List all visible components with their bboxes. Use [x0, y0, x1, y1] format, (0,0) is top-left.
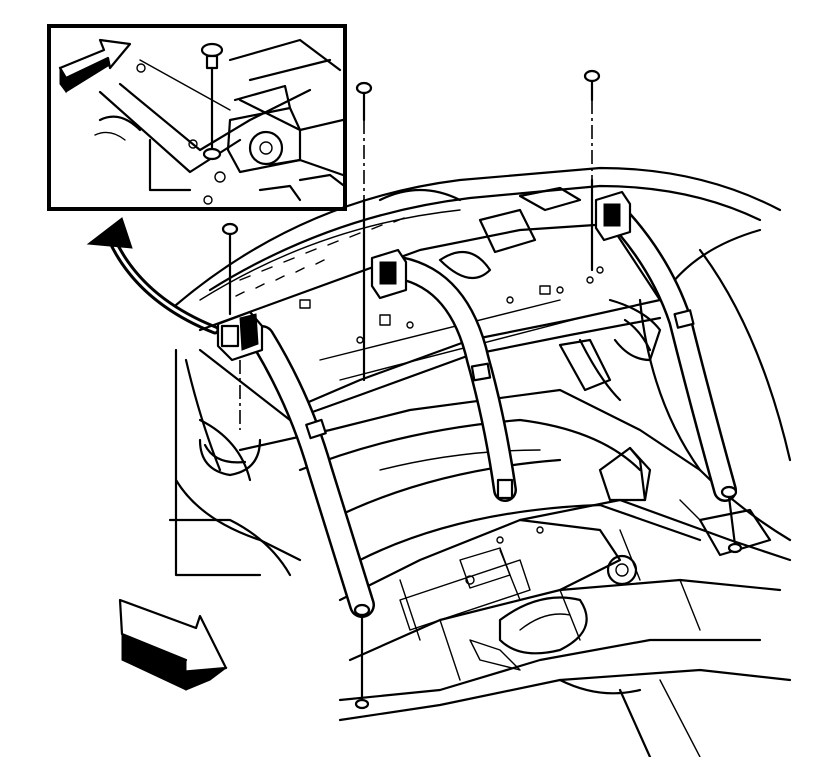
seat-belt-retractors: [216, 190, 632, 362]
left-lower-anchor-bolt-icon: [353, 603, 371, 710]
center-upper-bolt-icon: [355, 81, 373, 382]
right-upper-bolt-icon: [583, 69, 601, 272]
vehicle-rear-compartment: [168, 166, 792, 757]
center-retractor: [370, 248, 408, 300]
crossbar-holes: [299, 266, 604, 344]
detail-inset: [47, 24, 347, 211]
right-lower-anchor-bolt-icon: [720, 485, 743, 554]
shelf-bracket: [478, 208, 537, 254]
front-direction-arrow-icon: [118, 598, 228, 691]
right-retractor: [594, 190, 632, 242]
inset-direction-arrow-icon: [58, 38, 132, 94]
curved-callout-arrow-icon: [86, 217, 220, 335]
inset-bolt-icon: [200, 42, 224, 161]
package-shelf-holes: [235, 217, 405, 297]
seat-belts: [249, 198, 737, 618]
anchor-bolts: [221, 69, 743, 710]
left-retractor: [216, 310, 264, 362]
left-upper-bolt-icon: [221, 222, 241, 430]
